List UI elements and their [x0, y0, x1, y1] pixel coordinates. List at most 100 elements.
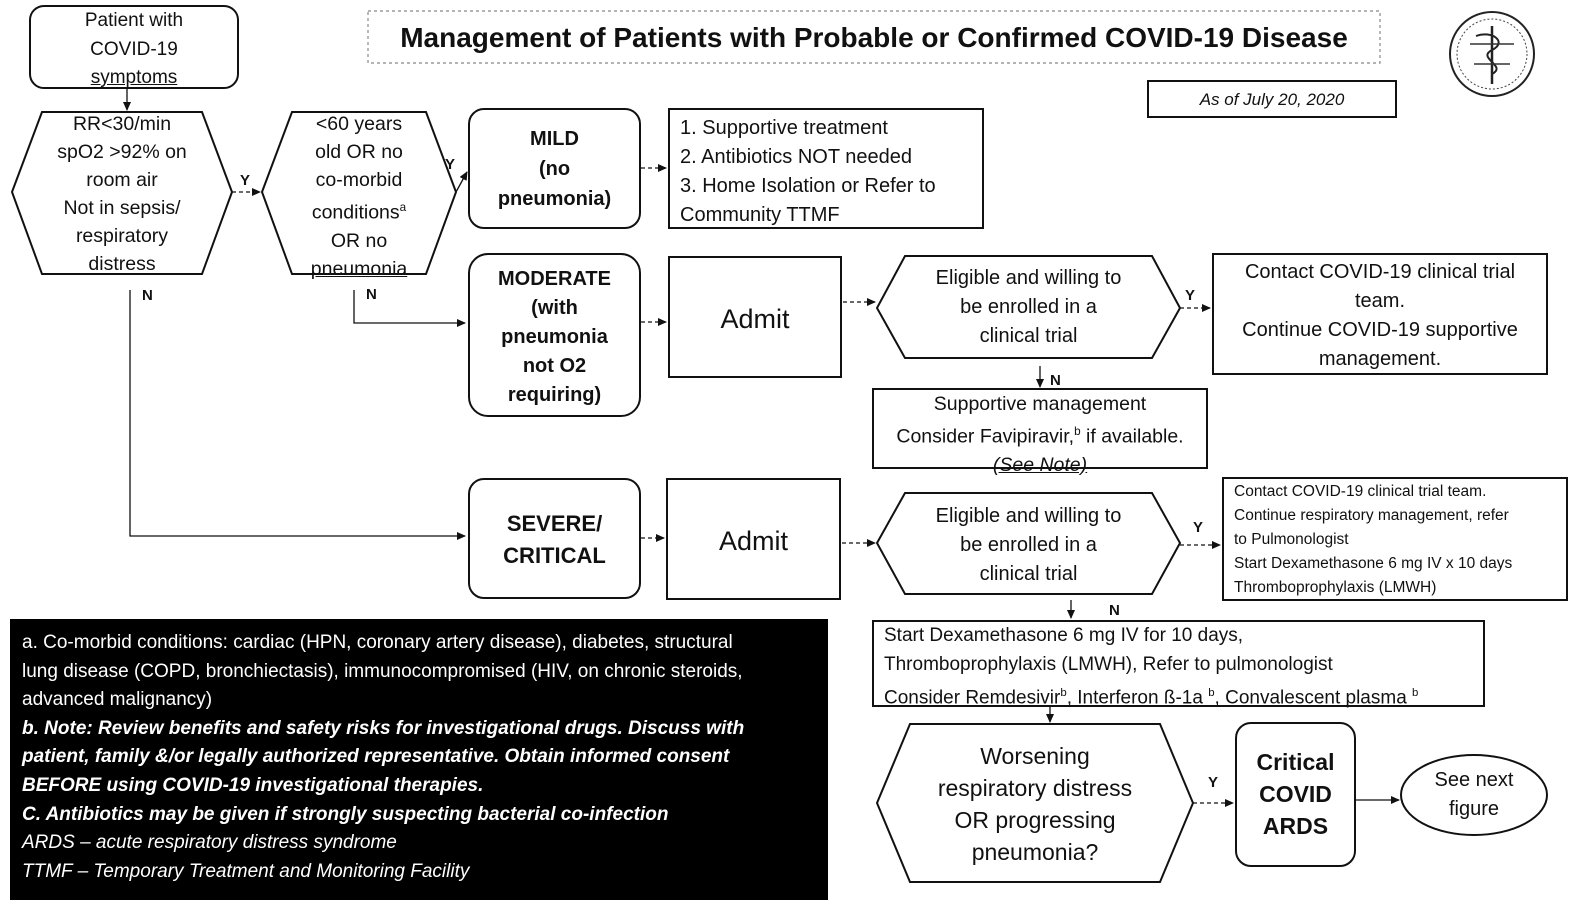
next-figure-ellipse: [1400, 754, 1548, 836]
mild-action: 1. Supportive treatment: [680, 117, 888, 139]
trial-yes-line: Contact COVID-19 clinical trial: [1244, 261, 1516, 283]
footnote-a: a: [399, 201, 407, 214]
severe-yes-line: Continue respiratory management, refer: [1234, 507, 1509, 524]
note-b-line: b. Note: Review benefits and safety risk…: [22, 717, 745, 739]
mild-line: MILD: [530, 128, 579, 150]
note-c: C. Antibiotics may be given if strongly …: [22, 803, 669, 825]
trial-line: Eligible and willing to: [935, 267, 1122, 289]
see-next-figure: See next figure: [1401, 766, 1547, 824]
severe-line: CRITICAL: [503, 543, 606, 568]
trial-yes-line: Continue COVID-19 supportive: [1242, 319, 1518, 341]
note-a-line: advanced malignancy): [22, 689, 213, 711]
age-line: OR no: [330, 229, 388, 252]
start-box-shape: [29, 5, 239, 89]
moderate-trial-yes-box: Contact COVID-19 clinical trial team. Co…: [1212, 253, 1548, 375]
mild-actions-box: 1. Supportive treatment 2. Antibiotics N…: [668, 108, 984, 229]
start-line: Patient with: [84, 10, 184, 31]
note-a-line: a. Co-morbid conditions: cardiac (HPN, c…: [22, 632, 733, 653]
seal-logo: [1449, 11, 1535, 97]
moderate-trial-no-box: Supportive management Consider Favipirav…: [872, 388, 1208, 476]
mild-box: MILD (no pneumonia): [468, 108, 641, 229]
severe-yes-line: Start Dexamethasone 6 mg IV x 10 days: [1234, 555, 1513, 572]
see-note-link: (See Note): [992, 453, 1088, 476]
screen-line: RR<30/min: [72, 113, 172, 135]
moderate-line: not O2: [522, 355, 587, 377]
moderate-line: pneumonia: [501, 326, 608, 348]
age-line: pneumonia: [310, 257, 408, 280]
severe-trial-text: Eligible and willing to be enrolled in a…: [905, 502, 1152, 589]
dexamethasone-line: Start Dexamethasone 6 mg IV for 10 days,: [884, 625, 1244, 646]
age-line: old OR no: [315, 141, 403, 163]
ards-line: ARDS: [1262, 813, 1329, 839]
mild-line: (no: [538, 158, 571, 180]
severe-box: SEVERE/ CRITICAL: [468, 478, 641, 599]
note-ards: ARDS – acute respiratory distress syndro…: [22, 832, 397, 854]
yes-label: Y: [1185, 287, 1196, 304]
severe-trial-yes-box: Contact COVID-19 clinical trial team. Co…: [1222, 477, 1568, 601]
severe-line: SEVERE/: [506, 511, 603, 536]
date-text: As of July 20, 2020: [1199, 90, 1345, 109]
trial-line: clinical trial: [979, 325, 1078, 347]
yes-label: Y: [1208, 774, 1219, 791]
mild-line: pneumonia): [497, 188, 612, 210]
thrombo-line: Thromboprophylaxis (LMWH), Refer to pulm…: [884, 653, 1333, 675]
moderate-line: MODERATE: [498, 268, 611, 290]
yes-label: Y: [240, 172, 251, 189]
no-label: N: [1109, 602, 1120, 619]
moderate-trial-text: Eligible and willing to be enrolled in a…: [905, 264, 1152, 351]
next-line: figure: [1448, 798, 1500, 820]
age-criteria: <60 years old OR no co-morbid conditions…: [289, 110, 429, 283]
age-line: <60 years: [315, 113, 403, 135]
screen-line: respiratory: [75, 225, 169, 247]
favipiravir-line: Consider Favipiravir,b if available.: [896, 425, 1184, 448]
trial-line: be enrolled in a: [960, 534, 1097, 556]
severe-trial-no-box: Start Dexamethasone 6 mg IV for 10 days,…: [872, 620, 1485, 708]
yes-label: Y: [445, 156, 456, 173]
critical-ards-box: Critical COVID ARDS: [1235, 722, 1356, 867]
age-line: co-morbid: [315, 169, 403, 191]
start-line: COVID-19: [90, 38, 178, 60]
date-badge: As of July 20, 2020: [1147, 80, 1397, 118]
start-box: Patient with COVID-19 symptoms: [30, 7, 238, 93]
moderate-line: requiring): [507, 384, 602, 406]
note-a-line: lung disease (COPD, bronchiectasis), imm…: [22, 660, 743, 682]
worsening-line: respiratory distress: [937, 775, 1133, 801]
screen-line: spO2 >92% on: [57, 141, 187, 163]
moderate-line: (with: [531, 297, 578, 319]
consider-line: Consider Remdesivirb, Interferon ß-1a b,…: [884, 687, 1419, 709]
severe-yes-line: Contact COVID-19 clinical trial team.: [1234, 483, 1487, 500]
next-line: See next: [1434, 769, 1514, 791]
screen-line: Not in sepsis/: [63, 197, 181, 219]
footnotes-panel: a. Co-morbid conditions: cardiac (HPN, c…: [10, 619, 828, 900]
ards-line: Critical: [1256, 749, 1335, 775]
age-conditions: conditions: [311, 201, 400, 224]
no-label: N: [366, 286, 377, 303]
trial-yes-line: team.: [1354, 290, 1406, 312]
trial-line: Eligible and willing to: [935, 505, 1122, 527]
title-frame: [367, 10, 1381, 64]
age-line: conditionsa: [289, 194, 429, 227]
severe-admit-box: Admit: [666, 478, 841, 600]
yes-label: Y: [1193, 519, 1204, 536]
mild-action: 2. Antibiotics NOT needed: [680, 146, 912, 168]
moderate-admit-box: Admit: [668, 256, 842, 378]
mild-action: Community TTMF: [680, 204, 840, 226]
moderate-box: MODERATE (with pneumonia not O2 requirin…: [468, 253, 641, 417]
start-line: symptoms: [90, 67, 178, 88]
worsening-question: Worsening respiratory distress OR progre…: [906, 740, 1164, 868]
screen-line: distress: [88, 253, 156, 275]
supportive-line: Supportive management: [933, 393, 1147, 415]
worsening-line: Worsening: [980, 743, 1090, 769]
note-b-line: BEFORE using COVID-19 investigational th…: [22, 774, 484, 796]
note-b-line: patient, family &/or legally authorized …: [22, 746, 730, 768]
screen-line: room air: [86, 169, 158, 191]
footnote-b: b: [1074, 425, 1081, 438]
worsening-line: pneumonia?: [971, 839, 1099, 865]
severe-yes-line: Thromboprophylaxis (LMWH): [1234, 579, 1437, 596]
no-label: N: [1050, 372, 1061, 389]
ards-line: COVID: [1259, 781, 1332, 807]
worsening-line: OR progressing: [954, 807, 1116, 833]
screen-criteria: RR<30/min spO2 >92% on room air Not in s…: [42, 110, 202, 278]
trial-line: be enrolled in a: [960, 296, 1097, 318]
